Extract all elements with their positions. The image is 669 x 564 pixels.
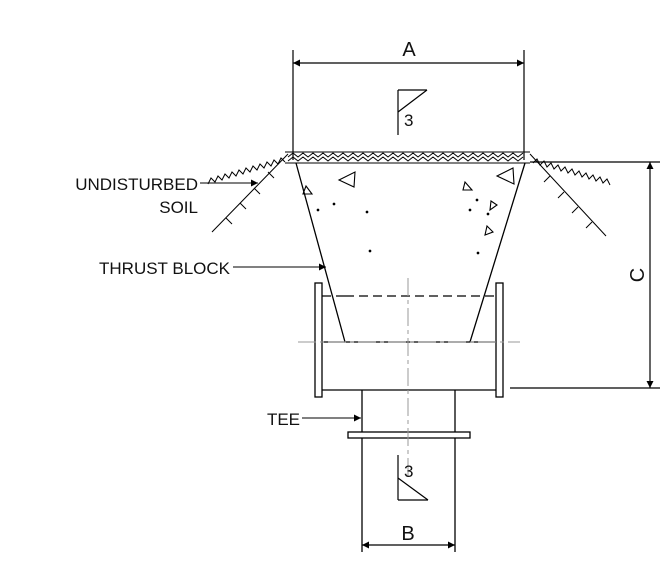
tee-flange-left xyxy=(314,282,323,398)
dimension-a xyxy=(292,50,525,160)
dimension-b-label: B xyxy=(401,523,414,545)
dimension-a-label: A xyxy=(402,39,416,61)
leader-lines xyxy=(200,179,361,422)
dimension-c xyxy=(510,161,660,389)
undisturbed-soil-label-line2: SOIL xyxy=(159,198,198,217)
tee-branch-flange xyxy=(347,431,471,439)
section-mark-top xyxy=(397,89,428,135)
tee-flange-right xyxy=(495,282,504,398)
concrete-aggregate-marks xyxy=(302,167,515,255)
thrust-block xyxy=(295,162,526,343)
section-mark-top-number: 3 xyxy=(404,111,413,130)
ground-surface-hatch xyxy=(285,151,530,164)
soil-slope-left xyxy=(207,153,289,233)
dimension-c-label: C xyxy=(627,268,649,282)
undisturbed-soil-label-line1: UNDISTURBED xyxy=(75,175,198,194)
soil-slope-right xyxy=(529,153,611,237)
thrust-block-label: THRUST BLOCK xyxy=(99,259,231,278)
section-mark-bottom-number: 3 xyxy=(404,462,413,481)
tee-fitting xyxy=(314,282,504,552)
center-lines xyxy=(298,278,520,480)
section-mark-bottom xyxy=(397,455,429,501)
tee-label: TEE xyxy=(267,410,300,429)
